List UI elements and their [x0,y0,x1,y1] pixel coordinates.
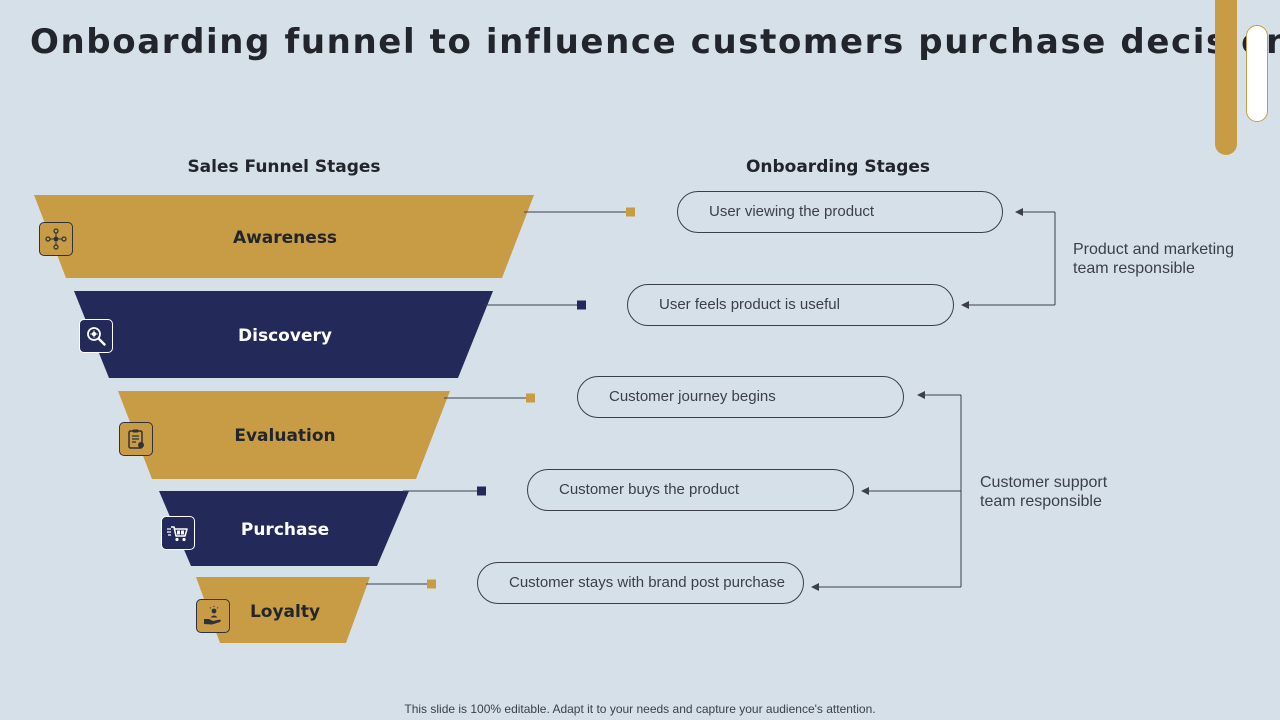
funnel-stage-loyalty [196,577,370,643]
people-network-icon [39,222,73,256]
stage-label-discovery: Discovery [238,326,332,346]
stage-label-loyalty: Loyalty [249,602,321,622]
onboarding-stages-header: Onboarding Stages [745,157,931,177]
funnel-stage-evaluation [118,391,450,479]
onboarding-pill: Customer journey begins [577,376,904,418]
connector-dot [526,393,535,403]
shopping-cart-icon [161,516,195,550]
decorative-gold-bar [1215,0,1237,155]
sales-funnel-header: Sales Funnel Stages [187,157,381,177]
onboarding-pill: Customer stays with brand post purchase [477,562,804,604]
connector-dot [427,579,436,589]
clipboard-icon [119,422,153,456]
magnifier-gear-icon [79,319,113,353]
page-title: Onboarding funnel to influence customers… [30,22,1280,62]
decorative-white-bar [1246,25,1268,122]
onboarding-pill: User viewing the product [677,191,1003,233]
support-team-note: Customer support team responsible [980,474,1108,510]
funnel-stage-awareness [34,195,534,278]
connector-dot [477,486,486,496]
connector-dot [577,300,586,310]
funnel-stage-purchase [159,491,409,566]
onboarding-pill: User feels product is useful [627,284,954,326]
funnel-stage-discovery [74,291,493,378]
stage-label-evaluation: Evaluation [234,426,336,446]
connector-dot [626,207,635,217]
stage-label-purchase: Purchase [240,520,330,540]
hand-person-icon [196,599,230,633]
stage-label-awareness: Awareness [232,228,338,248]
marketing-team-note: Product and marketing team responsible [1073,241,1234,277]
footer-note: This slide is 100% editable. Adapt it to… [404,702,876,716]
onboarding-pill: Customer buys the product [527,469,854,511]
